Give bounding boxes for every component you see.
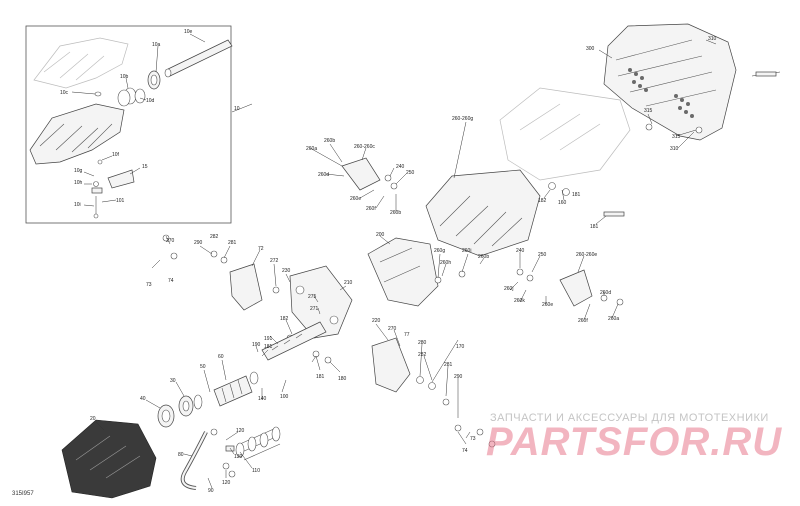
callout: 260k xyxy=(514,298,525,304)
callout: 260-260e xyxy=(576,252,597,258)
callout: 181 xyxy=(590,224,599,230)
callout: 10h xyxy=(74,180,83,186)
callout: 260a xyxy=(306,146,317,152)
callout: 181 xyxy=(264,344,273,350)
callout: 50 xyxy=(200,364,206,370)
middle-components xyxy=(162,157,625,448)
watermark-tagline: ЗАПЧАСТИ И АКСЕССУАРЫ ДЛЯ МОТОТЕХНИКИ xyxy=(490,412,769,424)
callout: 101 xyxy=(116,198,125,204)
callout: 10 xyxy=(234,106,240,112)
callout: 260-260c xyxy=(354,144,375,150)
callout: 182 xyxy=(280,316,289,322)
callout: 260d xyxy=(318,172,329,178)
callout: 260i xyxy=(462,248,471,254)
callout: 260a xyxy=(608,316,619,322)
callout: 10c xyxy=(60,90,69,96)
callout: 310 xyxy=(670,146,679,152)
callout: 10e xyxy=(184,29,193,35)
callout: 210 xyxy=(344,280,353,286)
callout: 130 xyxy=(234,454,243,460)
callout: 271 xyxy=(310,306,319,312)
callout: 315 xyxy=(672,134,681,140)
callout: 260f xyxy=(578,318,588,324)
callout-labels: 10e 10a 10b 10c 10d 10 10f 10g 10h 10i 1… xyxy=(60,29,717,494)
callout: 281 xyxy=(444,362,453,368)
callout: 260d xyxy=(600,290,611,296)
callout: 270 xyxy=(166,238,175,244)
callout: 170 xyxy=(456,344,465,350)
callout: 310 xyxy=(708,36,717,42)
callout: 230 xyxy=(282,268,291,274)
callout: 260-260g xyxy=(452,116,473,122)
callout: 260b xyxy=(478,254,489,260)
callout: 315 xyxy=(644,108,653,114)
callout: 260h xyxy=(440,260,451,266)
callout: 250 xyxy=(406,170,415,176)
callout: 15 xyxy=(142,164,148,170)
callout: 260b xyxy=(390,210,401,216)
callout: 140 xyxy=(258,396,267,402)
inset-detail-box xyxy=(25,25,233,224)
callout: 280 xyxy=(418,340,427,346)
reference-code: 315I957 xyxy=(12,491,34,497)
callout: 72 xyxy=(258,246,264,252)
callout: 120 xyxy=(236,428,245,434)
callout: 275 xyxy=(308,294,317,300)
callout: 260b xyxy=(324,138,335,144)
callout: 80 xyxy=(178,452,184,458)
callout: 100 xyxy=(280,394,289,400)
callout: 260j xyxy=(504,286,513,292)
callout: 300 xyxy=(586,46,595,52)
callout: 10i xyxy=(74,202,81,208)
callout: 260f xyxy=(366,206,376,212)
callout: 181 xyxy=(572,192,581,198)
callout: 77 xyxy=(404,332,410,338)
callout: 181 xyxy=(316,374,325,380)
lower-drive-assembly xyxy=(61,371,281,499)
callout: 10b xyxy=(120,74,129,80)
callout: 73 xyxy=(470,436,476,442)
callout: 190 xyxy=(252,342,261,348)
callout: 10a xyxy=(152,42,161,48)
callout: 191 xyxy=(264,336,273,342)
callout-leaders xyxy=(95,113,697,489)
engine-manifold-assembly xyxy=(425,87,631,257)
callout: 10g xyxy=(74,168,83,174)
callout: 73 xyxy=(146,282,152,288)
callout: 20 xyxy=(90,416,96,422)
callout: 60 xyxy=(218,354,224,360)
callout: 272 xyxy=(270,258,279,264)
cover-300 xyxy=(598,23,781,141)
callout: 260g xyxy=(434,248,445,254)
callout: 10f xyxy=(112,152,120,158)
callout: 260e xyxy=(542,302,553,308)
callout: 40 xyxy=(140,396,146,402)
callout: 240 xyxy=(516,248,525,254)
callout: 74 xyxy=(168,278,174,284)
callout: 290 xyxy=(454,374,463,380)
callout: 90 xyxy=(208,488,214,494)
callout: 260e xyxy=(350,196,361,202)
callout: 30 xyxy=(170,378,176,384)
callout: 281 xyxy=(228,240,237,246)
callout: 180 xyxy=(338,376,347,382)
callout: 200 xyxy=(376,232,385,238)
callout: 110 xyxy=(252,468,260,474)
callout: 270 xyxy=(388,326,397,332)
callout: 282 xyxy=(210,234,219,240)
callout: 120 xyxy=(222,480,231,486)
callout: 220 xyxy=(372,318,381,324)
inset-leaders xyxy=(71,33,253,207)
callout: 290 xyxy=(194,240,203,246)
callout: 282 xyxy=(418,352,427,358)
callout: 240 xyxy=(396,164,405,170)
watermark-logo: PARTSFOR.RU xyxy=(486,420,783,464)
callout: 10d xyxy=(146,98,155,104)
callout: 182 xyxy=(538,198,547,204)
callout: 250 xyxy=(538,252,547,258)
callout: 74 xyxy=(462,448,468,454)
callout: 160 xyxy=(558,200,567,206)
